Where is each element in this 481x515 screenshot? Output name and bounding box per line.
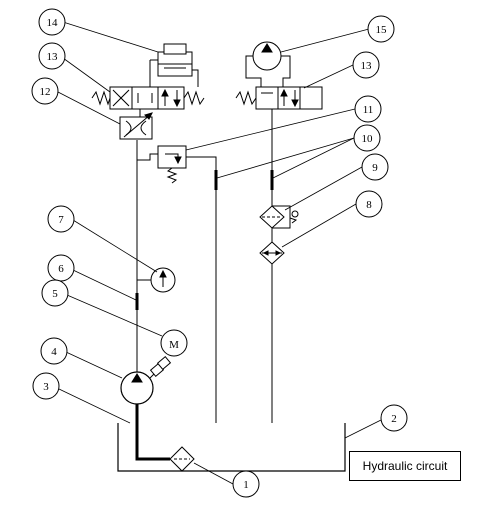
hydraulic-pump (120, 371, 154, 405)
callout-4: 4 (40, 337, 68, 365)
relief-valve (157, 145, 217, 423)
svg-text:10: 10 (362, 133, 374, 145)
diagram-caption: Hydraulic circuit (349, 451, 461, 481)
callout-15: 15 (367, 15, 395, 43)
callout-13-right: 13 (352, 51, 380, 79)
callout-leaders (57, 21, 382, 485)
flow-control-valve (119, 112, 153, 140)
caption-text: Hydraulic circuit (362, 459, 448, 473)
svg-text:4: 4 (51, 346, 57, 358)
callout-10: 10 (353, 124, 381, 152)
svg-text:12: 12 (40, 86, 51, 98)
hydraulic-cylinder (150, 43, 199, 87)
pressure-gauge (150, 267, 176, 293)
callout-9: 9 (361, 153, 389, 181)
suction-filter (169, 446, 195, 472)
callout-12: 12 (31, 77, 59, 105)
callout-11: 11 (354, 95, 382, 123)
svg-text:2: 2 (391, 413, 397, 425)
hydraulic-motor (245, 41, 291, 87)
svg-text:11: 11 (363, 104, 374, 116)
svg-text:15: 15 (376, 24, 388, 36)
svg-text:3: 3 (43, 381, 49, 393)
oil-cooler (259, 228, 285, 423)
svg-text:7: 7 (58, 214, 64, 226)
directional-valve-left (91, 60, 205, 117)
svg-text:9: 9 (372, 162, 378, 174)
electric-motor: M (160, 329, 188, 357)
return-filter (259, 205, 299, 229)
suction-line (135, 404, 170, 461)
svg-text:5: 5 (52, 288, 58, 300)
callout-6: 6 (47, 254, 75, 282)
svg-text:1: 1 (243, 479, 249, 491)
svg-text:6: 6 (58, 263, 64, 275)
pressure-line (136, 140, 158, 372)
callout-14: 14 (38, 8, 66, 36)
callout-3: 3 (32, 372, 60, 400)
callout-8: 8 (355, 190, 383, 218)
svg-text:8: 8 (366, 199, 372, 211)
callout-2: 2 (380, 404, 408, 432)
motor-label: M (169, 339, 179, 351)
callout-7: 7 (47, 205, 75, 233)
callout-1: 1 (232, 470, 260, 498)
pump-motor-coupling (149, 356, 172, 379)
svg-text:13: 13 (47, 51, 59, 63)
reservoir-tank (117, 423, 346, 472)
callout-5: 5 (41, 279, 69, 307)
svg-text:14: 14 (47, 17, 59, 29)
directional-valve-right (235, 86, 323, 206)
callout-13-left: 13 (38, 42, 66, 70)
return-line-fittings (214, 170, 274, 190)
svg-text:13: 13 (361, 60, 373, 72)
